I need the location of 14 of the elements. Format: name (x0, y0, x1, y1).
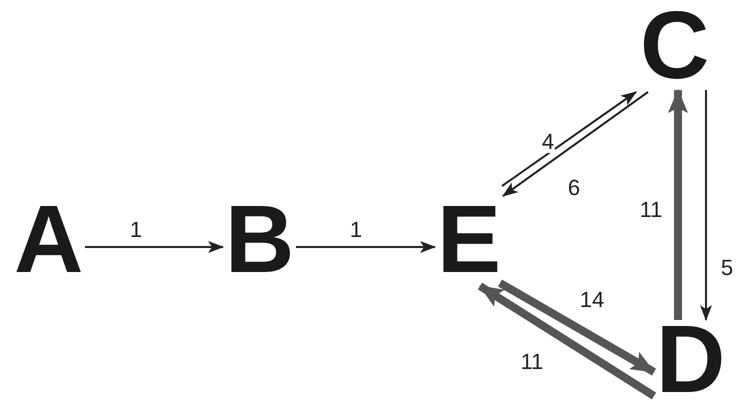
node-letter: A (14, 202, 84, 279)
arrow (668, 89, 688, 320)
arrow (502, 91, 649, 197)
node-letter: B (225, 202, 294, 279)
arrow (501, 91, 637, 187)
arrow (478, 282, 656, 400)
node-letter: E (437, 202, 502, 279)
edge-label: 4 (540, 131, 556, 153)
arrow (85, 241, 224, 253)
node-letter: C (640, 8, 710, 85)
arrow (296, 241, 436, 253)
node-letter: D (656, 322, 726, 399)
arrow (700, 90, 712, 321)
arrow (498, 280, 656, 376)
